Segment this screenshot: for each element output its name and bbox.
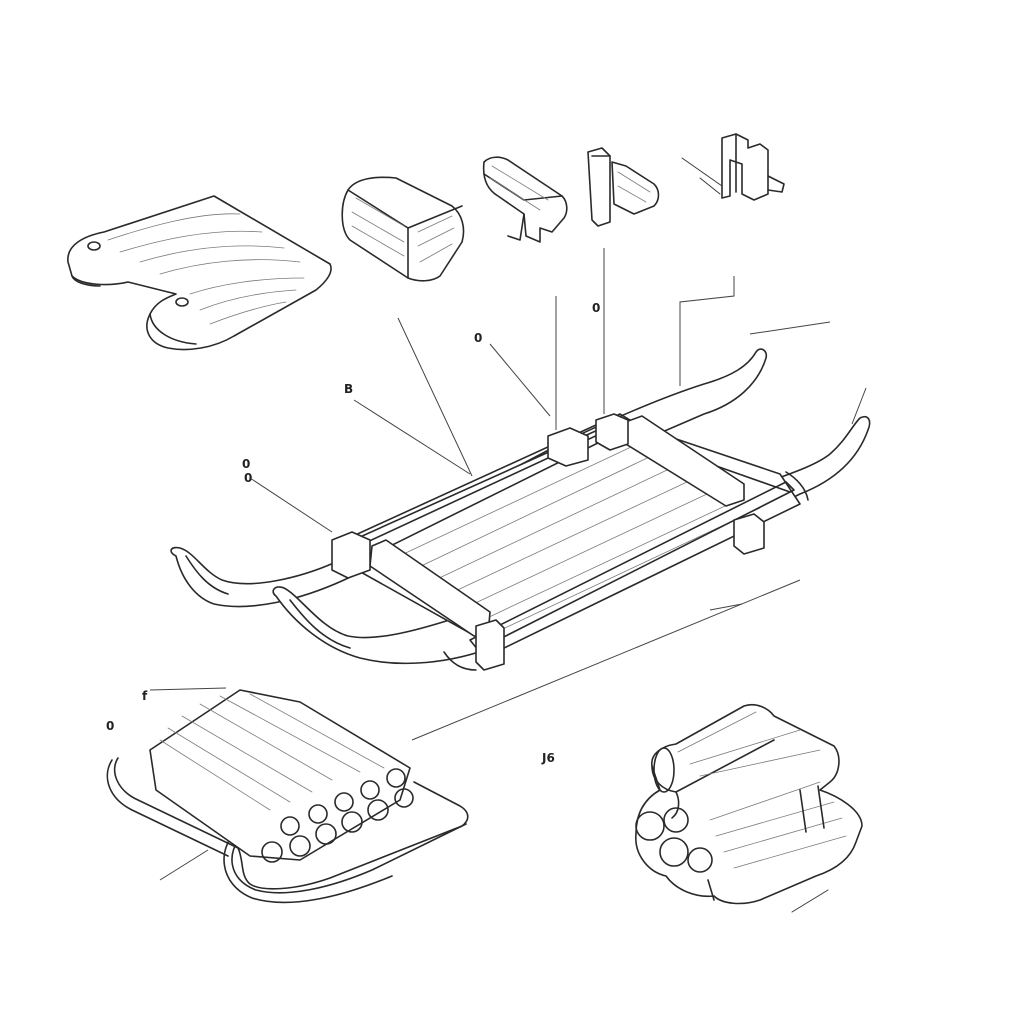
label-c: B bbox=[344, 382, 353, 396]
front-bracket bbox=[331, 531, 371, 579]
label-f: f bbox=[142, 689, 148, 703]
side-bracket bbox=[733, 513, 765, 555]
label-e: 0 bbox=[244, 471, 252, 485]
top-block-part bbox=[341, 176, 465, 282]
seat-board-part bbox=[67, 195, 332, 351]
clamp-part bbox=[681, 133, 785, 201]
label-h: J6 bbox=[541, 751, 555, 765]
peg-part bbox=[587, 147, 660, 227]
label-d: 0 bbox=[242, 457, 250, 471]
callout-labels: 0 0 B 0 0 f 0 J6 bbox=[106, 301, 600, 765]
rear-bracket-1 bbox=[547, 427, 589, 467]
rear-bracket-2 bbox=[595, 413, 629, 451]
log-bundle-part bbox=[635, 703, 863, 913]
label-a: 0 bbox=[592, 301, 600, 315]
label-g: 0 bbox=[106, 719, 114, 733]
near-runner bbox=[272, 415, 871, 665]
label-b: 0 bbox=[474, 331, 482, 345]
near-bracket bbox=[475, 619, 505, 671]
far-runner bbox=[170, 348, 768, 608]
bracket-part bbox=[482, 156, 568, 243]
leader-lines bbox=[149, 248, 867, 881]
sled-assembly bbox=[170, 348, 871, 671]
log-sled-part bbox=[106, 689, 469, 904]
